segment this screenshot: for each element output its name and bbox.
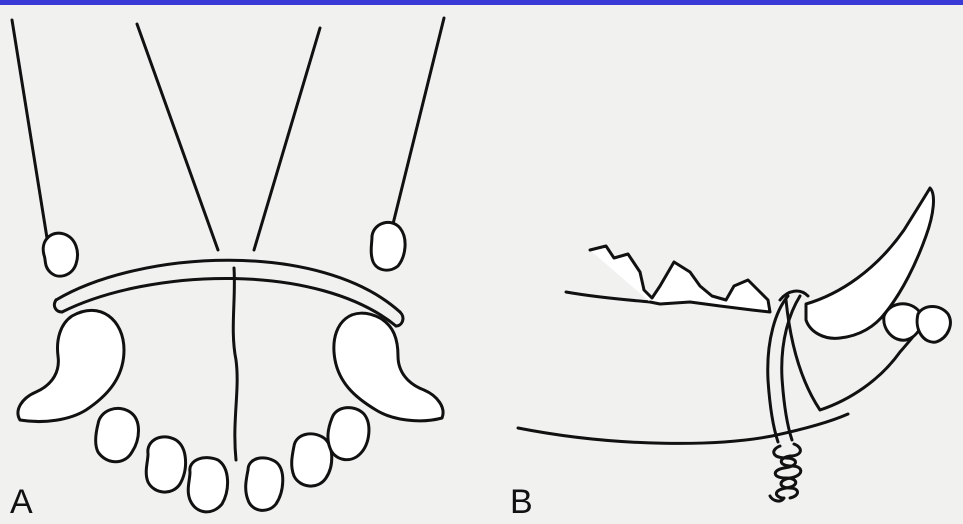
arch-wire-outer — [56, 260, 400, 312]
circumferential-wire-outer — [768, 296, 788, 442]
suture-thread-left — [12, 20, 47, 238]
incisor-1 — [96, 408, 139, 461]
incisor-2 — [146, 437, 185, 492]
cheek-tooth-fragments — [590, 246, 770, 312]
arch-wire-end-left — [54, 300, 62, 312]
figure-paper: A B — [0, 5, 963, 524]
panel-a-drawing — [12, 18, 444, 512]
tip-tooth-2 — [917, 307, 950, 343]
suture-thread-inner-left — [137, 24, 218, 250]
incisor-3 — [188, 458, 227, 512]
jaw-upper-contour — [566, 292, 650, 302]
jaw-lower-contour — [518, 414, 848, 443]
incisor-4 — [246, 458, 283, 511]
midline — [233, 268, 237, 460]
canine-tooth-right — [334, 313, 443, 421]
suture-knot-right — [371, 222, 405, 270]
twisted-wire-tail — [770, 444, 801, 501]
illustration-canvas — [0, 5, 963, 524]
incisor-6 — [328, 408, 369, 460]
arch-wire-end-right — [396, 312, 403, 326]
suture-thread-inner-right — [254, 28, 320, 250]
panel-b-drawing — [518, 188, 950, 501]
panel-label-a: A — [10, 485, 33, 519]
panel-label-b: B — [510, 485, 533, 519]
suture-knot-left — [43, 233, 77, 276]
suture-thread-right — [392, 18, 444, 228]
canine-tooth-left — [18, 310, 124, 421]
circumferential-wire-inner — [782, 296, 800, 440]
incisor-5 — [292, 434, 332, 486]
